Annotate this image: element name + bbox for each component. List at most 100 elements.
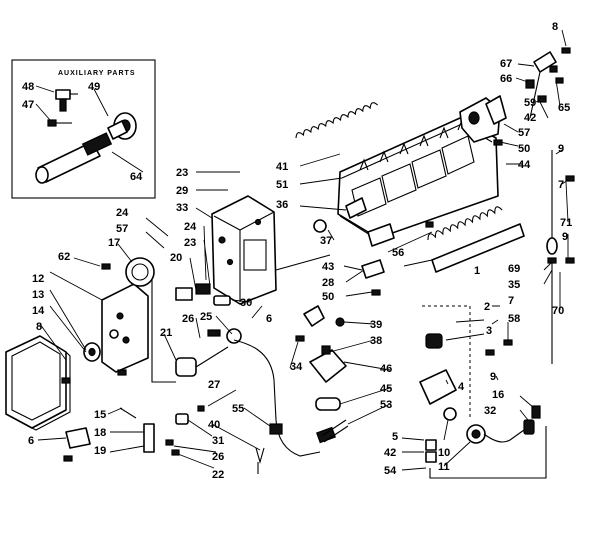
callout-c43: 43 bbox=[322, 261, 334, 273]
ice-maker-mold-assembly bbox=[337, 95, 507, 241]
inset-frame bbox=[11, 59, 156, 199]
callout-c27: 27 bbox=[208, 379, 220, 391]
callout-c47: 47 bbox=[22, 99, 34, 111]
callout-c53: 53 bbox=[380, 399, 392, 411]
wire-harness bbox=[233, 339, 336, 457]
callout-c9b: 9 bbox=[562, 231, 568, 243]
callout-c12: 12 bbox=[32, 273, 44, 285]
callout-c65: 65 bbox=[558, 102, 570, 114]
inset-filter bbox=[35, 120, 128, 184]
leader-lines bbox=[37, 29, 569, 471]
callout-c56: 56 bbox=[392, 247, 404, 259]
callout-c70: 70 bbox=[552, 305, 564, 317]
fill-tube-assembly bbox=[493, 47, 571, 146]
auxiliary-parts-inset: AUXILIARY PARTS bbox=[11, 59, 156, 199]
callout-c30: 30 bbox=[240, 297, 252, 309]
inset-screw bbox=[47, 119, 72, 127]
callout-c55: 55 bbox=[232, 403, 244, 415]
callout-c69: 69 bbox=[508, 263, 520, 275]
mold-fasteners bbox=[313, 197, 434, 296]
callout-c57a: 57 bbox=[518, 127, 530, 139]
ejector-spring bbox=[427, 206, 503, 241]
ejector-shaft bbox=[207, 295, 242, 344]
callout-c2: 2 bbox=[484, 301, 490, 313]
callout-c6a: 6 bbox=[266, 313, 272, 325]
callout-c24b: 24 bbox=[184, 221, 197, 233]
callout-c42b: 42 bbox=[384, 447, 396, 459]
callout-c23b: 23 bbox=[184, 237, 196, 249]
callout-c22: 22 bbox=[212, 469, 224, 481]
callout-c18: 18 bbox=[94, 427, 106, 439]
callout-c17: 17 bbox=[108, 237, 120, 249]
water-valve-parts bbox=[295, 305, 349, 443]
control-housing bbox=[211, 195, 331, 305]
timing-motor bbox=[125, 257, 155, 287]
small-fasteners-left bbox=[61, 263, 155, 462]
callout-c13: 13 bbox=[32, 289, 44, 301]
callout-c41: 41 bbox=[276, 161, 288, 173]
callout-c59: 59 bbox=[524, 97, 536, 109]
callout-c67: 67 bbox=[500, 58, 512, 70]
callout-c11: 11 bbox=[438, 461, 450, 473]
heater-coil-top bbox=[295, 102, 378, 139]
callout-c42a: 42 bbox=[524, 112, 536, 124]
callout-c4: 4 bbox=[458, 381, 465, 393]
callout-c7b: 7 bbox=[508, 295, 514, 307]
callout-c38: 38 bbox=[370, 335, 382, 347]
callout-c32: 32 bbox=[484, 405, 496, 417]
callout-c10: 10 bbox=[438, 447, 450, 459]
callout-c71: 71 bbox=[560, 217, 572, 229]
callout-c1: 1 bbox=[474, 265, 480, 277]
shut-off-arm-rod bbox=[546, 150, 575, 364]
callout-labels: 8 67 66 59 42 65 57 50 44 9 7 71 9 69 35… bbox=[22, 21, 572, 481]
callout-c15: 15 bbox=[94, 409, 106, 421]
callout-c66: 66 bbox=[500, 73, 512, 85]
callout-c26b: 26 bbox=[212, 451, 224, 463]
callout-c44: 44 bbox=[518, 159, 531, 171]
small-fasteners-lower bbox=[165, 405, 265, 474]
callout-c62: 62 bbox=[58, 251, 70, 263]
front-cover bbox=[5, 335, 71, 431]
callout-c64: 64 bbox=[130, 171, 143, 183]
callout-c9a: 9 bbox=[558, 143, 564, 155]
mounting-plate bbox=[101, 283, 149, 373]
callout-c9c: 9 bbox=[490, 371, 496, 383]
callout-c45: 45 bbox=[380, 383, 392, 395]
lower-right-valve-group bbox=[419, 305, 547, 479]
callout-c6b: 6 bbox=[28, 435, 34, 447]
callout-c23a: 23 bbox=[176, 167, 188, 179]
callout-c48: 48 bbox=[22, 81, 34, 93]
holding-switch bbox=[151, 280, 211, 383]
callout-c58: 58 bbox=[508, 313, 520, 325]
callout-c50a: 50 bbox=[518, 143, 530, 155]
thermostat bbox=[175, 346, 229, 377]
callout-c7: 7 bbox=[558, 179, 564, 191]
callout-c25: 25 bbox=[200, 311, 212, 323]
callout-c5: 5 bbox=[392, 431, 398, 443]
callout-c8: 8 bbox=[552, 21, 558, 33]
callout-c57b: 57 bbox=[116, 223, 128, 235]
drive-gear bbox=[83, 342, 101, 362]
callout-c40: 40 bbox=[208, 419, 220, 431]
callout-c31: 31 bbox=[212, 435, 224, 447]
inset-valve-fitting bbox=[55, 89, 78, 112]
callout-c36: 36 bbox=[276, 199, 288, 211]
callout-c14: 14 bbox=[32, 305, 45, 317]
callout-c46: 46 bbox=[380, 363, 392, 375]
callout-c29: 29 bbox=[176, 185, 188, 197]
callout-c39: 39 bbox=[370, 319, 382, 331]
callout-c3: 3 bbox=[486, 325, 492, 337]
callout-c20: 20 bbox=[170, 252, 182, 264]
callout-c26a: 26 bbox=[182, 313, 194, 325]
callout-c51: 51 bbox=[276, 179, 288, 191]
inset-title: AUXILIARY PARTS bbox=[58, 70, 136, 77]
callout-c24a: 24 bbox=[116, 207, 129, 219]
callout-c34: 34 bbox=[290, 361, 303, 373]
callout-c28: 28 bbox=[322, 277, 334, 289]
callout-c33: 33 bbox=[176, 202, 188, 214]
callout-c8b: 8 bbox=[36, 321, 42, 333]
callout-c54: 54 bbox=[384, 465, 397, 477]
callout-c37: 37 bbox=[320, 235, 332, 247]
ice-tray-shelf bbox=[431, 223, 525, 273]
